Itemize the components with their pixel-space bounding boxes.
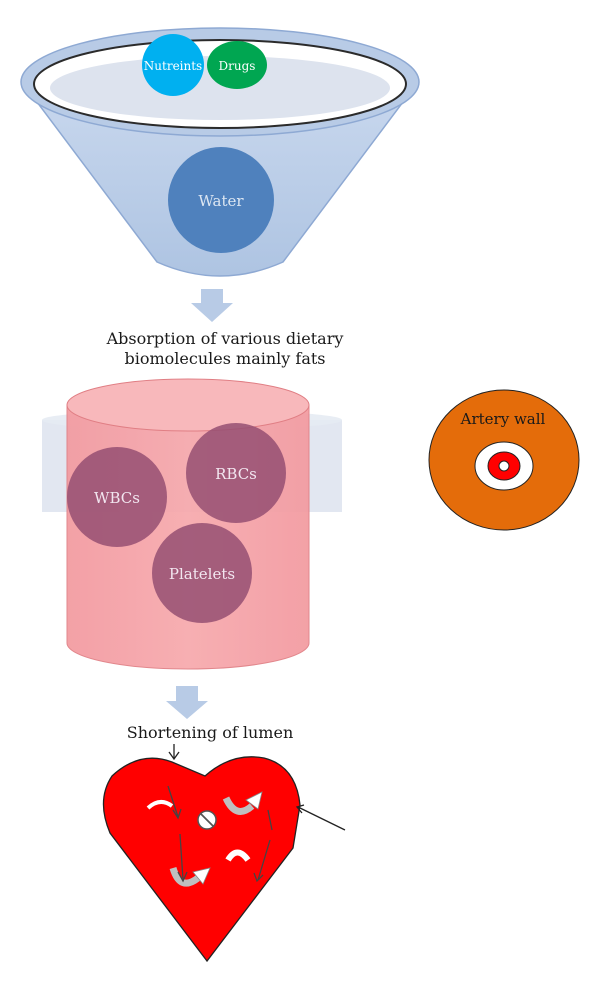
arc-icon <box>225 849 251 862</box>
flow-arrow-icon <box>172 808 182 820</box>
water-label: Water <box>198 192 244 210</box>
water-circle <box>168 147 274 253</box>
rbcs-label: RBCs <box>215 465 257 483</box>
flow-arrow-icon <box>253 872 264 883</box>
flow-arrow-icon <box>257 839 271 881</box>
wbcs-circle <box>67 447 167 547</box>
blood-vessel-cylinder: WBCs RBCs Platelets <box>42 378 342 670</box>
down-arrow-2 <box>166 686 208 719</box>
nutrients-circle <box>142 34 204 96</box>
nutrients-label: Nutreints <box>144 59 202 73</box>
shortening-caption: Shortening of lumen <box>127 723 294 742</box>
heart-diagram <box>102 756 301 963</box>
flow-arrow-icon <box>179 833 184 881</box>
rbcs-circle <box>186 423 286 523</box>
drugs-circle <box>207 41 267 89</box>
heart-shape <box>102 756 301 963</box>
artery-wall-diagram: Artery wall <box>428 389 580 531</box>
u-turn-arrow-icon <box>169 866 211 887</box>
artery-wall-label: Artery wall <box>460 410 546 428</box>
pointer-arrow-right <box>295 804 346 831</box>
platelets-label: Platelets <box>169 565 235 583</box>
flow-arrow-icon <box>177 871 188 883</box>
wbcs-label: WBCs <box>94 489 140 507</box>
cylinder-top <box>66 378 310 432</box>
platelets-circle <box>152 523 252 623</box>
artery-inner-lumen <box>498 460 510 472</box>
blocked-icon <box>197 810 217 830</box>
u-turn-arrow-icon <box>222 791 263 815</box>
flow-arrow-icon <box>267 809 273 831</box>
funnel-inner-liquid <box>50 56 390 120</box>
down-arrow-1 <box>191 289 233 322</box>
absorption-caption-line1: Absorption of various dietary <box>106 329 344 348</box>
flow-arrow-icon <box>146 800 174 810</box>
absorption-caption-line2: biomolecules mainly fats <box>124 349 325 368</box>
drugs-label: Drugs <box>219 59 256 73</box>
pointer-arrow-top <box>168 744 180 761</box>
flow-arrow-icon <box>167 785 179 818</box>
funnel: Nutreints Drugs Water <box>20 27 420 277</box>
